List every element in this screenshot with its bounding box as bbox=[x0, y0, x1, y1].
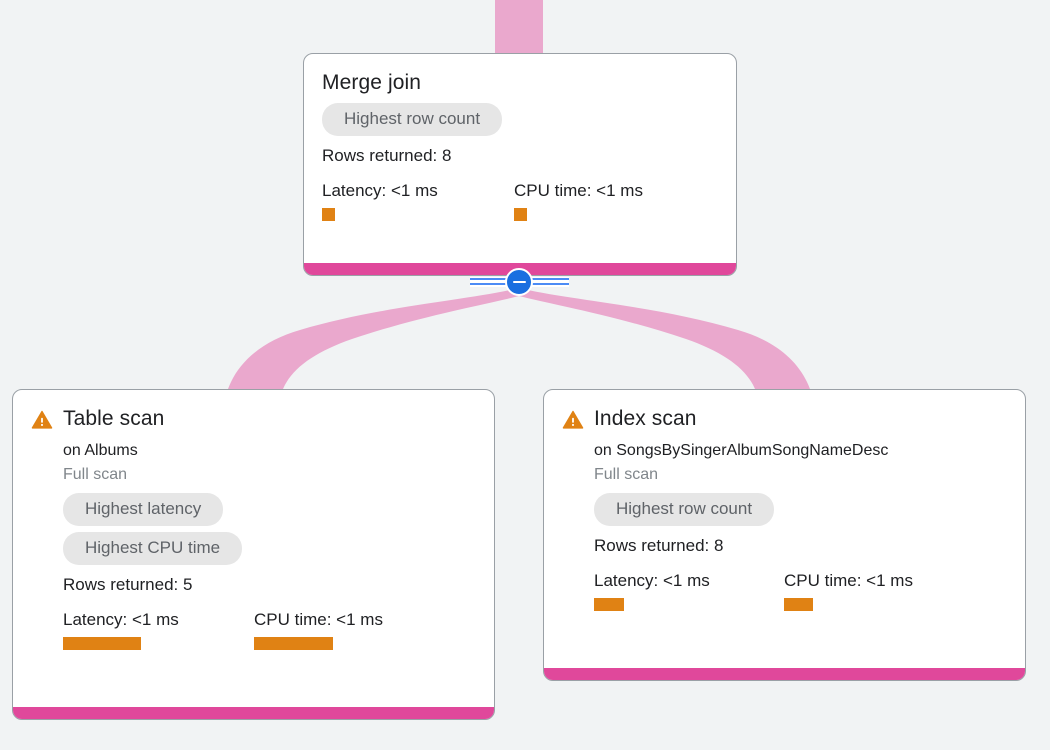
metric-cpu-time: CPU time: <1 ms bbox=[514, 180, 643, 221]
chip-highest-cpu-time[interactable]: Highest CPU time bbox=[63, 532, 243, 565]
collapse-rail-right bbox=[519, 277, 569, 287]
edge-merge-to-table-scan bbox=[228, 288, 519, 389]
metric-cpu-time-label: CPU time: <1 ms bbox=[514, 181, 643, 200]
metric-latency-bar bbox=[322, 208, 335, 221]
metric-latency: Latency: <1 ms bbox=[322, 180, 514, 221]
node-title: Index scan bbox=[594, 407, 697, 430]
chip-highest-latency[interactable]: Highest latency bbox=[63, 493, 224, 526]
metric-cpu-time: CPU time: <1 ms bbox=[784, 570, 913, 611]
collapse-rail-left bbox=[470, 277, 520, 287]
plan-node-merge-join[interactable]: Merge join Highest row count Rows return… bbox=[303, 53, 737, 276]
node-chips: Highest row count bbox=[322, 103, 718, 142]
node-scan-type: Full scan bbox=[594, 466, 659, 483]
rows-returned-label: Rows returned: 8 bbox=[322, 146, 452, 165]
node-body: Index scan on SongsBySingerAlbumSongName… bbox=[544, 390, 1025, 625]
metric-latency-label: Latency: <1 ms bbox=[322, 181, 438, 200]
collapse-children-toggle[interactable] bbox=[505, 268, 533, 296]
node-header: Index scan on SongsBySingerAlbumSongName… bbox=[562, 406, 1007, 611]
node-accent-bar bbox=[544, 668, 1025, 680]
metric-cpu-time: CPU time: <1 ms bbox=[254, 609, 383, 650]
node-header-text: Index scan on SongsBySingerAlbumSongName… bbox=[594, 406, 913, 611]
metric-latency-label: Latency: <1 ms bbox=[63, 610, 179, 629]
node-title: Merge join bbox=[322, 71, 422, 94]
node-body: Table scan on Albums Full scan Highest l… bbox=[13, 390, 494, 664]
rows-returned-label: Rows returned: 5 bbox=[63, 575, 193, 594]
metric-latency-bar bbox=[63, 637, 141, 650]
node-body: Merge join Highest row count Rows return… bbox=[304, 54, 736, 235]
chip-highest-row-count[interactable]: Highest row count bbox=[594, 493, 775, 526]
metric-cpu-time-bar bbox=[254, 637, 333, 650]
edge-merge-to-index-scan bbox=[519, 288, 810, 389]
node-chips: Highest latency Highest CPU time bbox=[63, 493, 383, 571]
node-header: Merge join bbox=[322, 70, 718, 96]
warning-triangle-icon bbox=[562, 410, 584, 429]
metric-cpu-time-bar bbox=[784, 598, 813, 611]
node-header-text: Table scan on Albums Full scan Highest l… bbox=[63, 406, 383, 650]
minus-icon bbox=[512, 280, 526, 284]
edge-inbound-ribbon bbox=[495, 0, 543, 54]
metric-latency-label: Latency: <1 ms bbox=[594, 571, 710, 590]
node-header-text: Merge join bbox=[322, 70, 421, 96]
metric-cpu-time-bar bbox=[514, 208, 527, 221]
metric-latency: Latency: <1 ms bbox=[594, 570, 784, 611]
node-subtitle: on Albums bbox=[63, 442, 138, 459]
metric-cpu-time-label: CPU time: <1 ms bbox=[784, 571, 913, 590]
node-header: Table scan on Albums Full scan Highest l… bbox=[31, 406, 476, 650]
node-accent-bar bbox=[13, 707, 494, 719]
chip-highest-row-count[interactable]: Highest row count bbox=[322, 103, 503, 136]
node-scan-type: Full scan bbox=[63, 466, 128, 483]
node-title: Table scan bbox=[63, 407, 165, 430]
node-metrics: Latency: <1 ms CPU time: <1 ms bbox=[322, 180, 718, 221]
metric-latency: Latency: <1 ms bbox=[63, 609, 254, 650]
node-subtitle: on SongsBySingerAlbumSongNameDesc bbox=[594, 442, 889, 459]
plan-node-index-scan[interactable]: Index scan on SongsBySingerAlbumSongName… bbox=[543, 389, 1026, 681]
node-metrics: Latency: <1 ms CPU time: <1 ms bbox=[63, 609, 383, 650]
node-chips: Highest row count bbox=[594, 493, 913, 532]
metric-latency-bar bbox=[594, 598, 624, 611]
rows-returned-label: Rows returned: 8 bbox=[594, 536, 724, 555]
plan-node-table-scan[interactable]: Table scan on Albums Full scan Highest l… bbox=[12, 389, 495, 720]
warning-triangle-icon bbox=[31, 410, 53, 429]
node-metrics: Latency: <1 ms CPU time: <1 ms bbox=[594, 570, 913, 611]
metric-cpu-time-label: CPU time: <1 ms bbox=[254, 610, 383, 629]
